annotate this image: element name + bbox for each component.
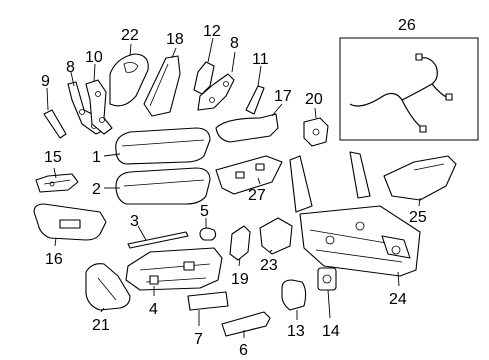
callout-2: 2	[92, 181, 101, 198]
callout-9: 9	[41, 73, 50, 90]
part-4-track-frame	[125, 247, 223, 291]
part-5-knob	[199, 227, 217, 241]
part-25-cover	[383, 155, 457, 201]
part-10-recliner-bracket	[85, 79, 113, 135]
part-24-seat-frame	[289, 151, 421, 277]
part-19-pad	[229, 225, 251, 261]
part-16-side-shield	[33, 203, 107, 241]
callout-labels: 1 2 3 4 5 6 7 8 8 9 10 11 12 13 14 15 16…	[41, 17, 427, 359]
callout-11: 11	[252, 51, 269, 68]
callout-23: 23	[260, 257, 278, 274]
part-21-side-trim	[85, 263, 131, 311]
part-26-harness-box	[339, 37, 479, 141]
part-8-hinge-bracket-right	[197, 73, 235, 111]
callout-13: 13	[287, 323, 305, 340]
callout-8-left: 8	[66, 59, 75, 76]
callout-26: 26	[398, 17, 416, 34]
callout-6: 6	[239, 342, 248, 359]
callout-12: 12	[203, 23, 221, 40]
callout-4: 4	[149, 301, 158, 318]
part-6-handle	[221, 311, 271, 337]
callout-3: 3	[130, 213, 139, 230]
part-20-cover	[303, 117, 329, 147]
callout-21: 21	[92, 317, 110, 334]
callout-24: 24	[389, 291, 407, 308]
callout-8-right: 8	[230, 35, 239, 52]
callout-20: 20	[305, 91, 323, 108]
callout-15: 15	[44, 149, 62, 166]
callout-16: 16	[45, 251, 63, 268]
part-7-plate	[187, 291, 229, 311]
callout-7: 7	[194, 331, 203, 348]
part-9-trim-strip	[43, 109, 67, 139]
part-3-rod	[127, 231, 189, 249]
part-14-knob	[317, 267, 337, 291]
leader-lines	[46, 37, 421, 338]
part-1-seat-cushion	[115, 127, 211, 165]
callout-5: 5	[200, 203, 209, 220]
part-2-seat-pad	[115, 167, 211, 205]
callout-1: 1	[92, 149, 101, 166]
callout-27: 27	[248, 187, 266, 204]
part-15-adjuster	[35, 173, 79, 193]
part-27-bracket	[215, 155, 283, 195]
callout-10: 10	[85, 49, 103, 66]
part-22-seatback-shield	[109, 53, 149, 107]
callout-18: 18	[166, 31, 184, 48]
part-17-seat-shield	[215, 113, 279, 143]
part-13-switch	[281, 279, 307, 311]
part-23-bracket	[259, 217, 293, 255]
part-12-hinge-cover	[193, 61, 215, 95]
callout-17: 17	[274, 88, 292, 105]
callout-25: 25	[409, 209, 427, 226]
callout-22: 22	[121, 27, 139, 44]
part-18-seatback-panel	[143, 55, 181, 117]
part-11-trim-strip	[245, 85, 265, 115]
callout-19: 19	[231, 271, 249, 288]
callout-14: 14	[322, 323, 340, 340]
